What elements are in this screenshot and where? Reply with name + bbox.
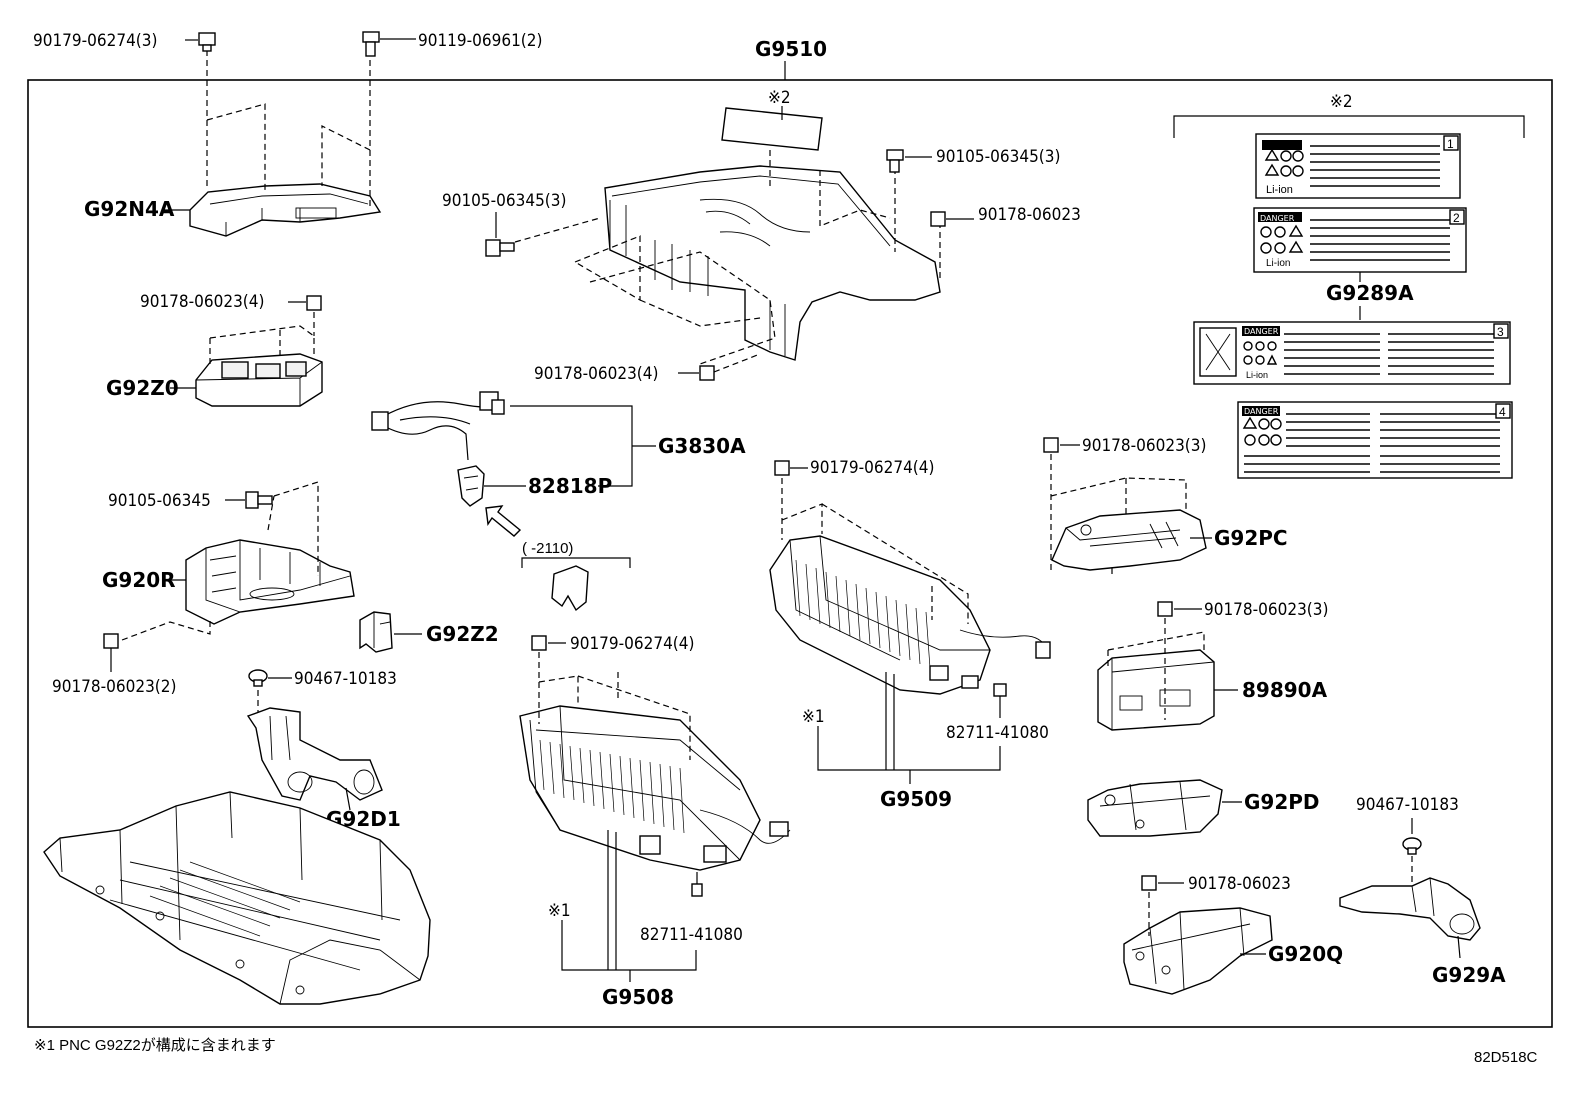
bolt-icon: [362, 31, 380, 57]
part-g92z0[interactable]: [195, 353, 323, 407]
svg-text:DANGER: DANGER: [1244, 407, 1279, 416]
note-mark-1-upper: ※1: [802, 707, 825, 727]
clip-icon: [993, 683, 1007, 697]
part-g92n4a[interactable]: [189, 183, 382, 237]
label-g9509[interactable]: G9509: [880, 787, 952, 811]
svg-text:Li-ion: Li-ion: [1266, 184, 1293, 196]
nut-icon: [103, 633, 119, 649]
footnote: ※1 PNC G92Z2が構成に含まれます: [34, 1037, 276, 1054]
sticker-2[interactable]: DANGER Li-ion 2: [1253, 207, 1467, 273]
nut-icon: [306, 295, 322, 311]
diagram-frame: [27, 79, 1553, 1028]
label-82711-41080-upper[interactable]: 82711-41080: [946, 723, 1049, 743]
nut-icon: [699, 365, 715, 381]
part-g92pc[interactable]: [1051, 509, 1207, 571]
label-90178-06023-4-center[interactable]: 90178-06023(4): [534, 364, 658, 384]
nut-icon: [531, 635, 547, 651]
note-mark-2-top: ※2: [768, 88, 791, 108]
label-90178-06023-top[interactable]: 90178-06023: [978, 205, 1081, 225]
label-90105-06345-3-right[interactable]: 90105-06345(3): [936, 147, 1060, 167]
part-g9509-module[interactable]: [769, 535, 1051, 695]
label-90178-06023-lower-right[interactable]: 90178-06023: [1188, 874, 1291, 894]
label-82818p[interactable]: 82818P: [528, 474, 612, 498]
sticker-4[interactable]: DANGER 4: [1237, 401, 1513, 479]
nut-icon: [1157, 601, 1173, 617]
arrow-icon: [485, 505, 522, 537]
label-2110-range[interactable]: ( -2110): [522, 540, 573, 557]
part-upper-cover[interactable]: [604, 165, 941, 361]
part-g92z2[interactable]: [359, 611, 393, 653]
label-g92z2[interactable]: G92Z2: [426, 622, 499, 646]
clip-icon: [248, 669, 268, 687]
part-g920r[interactable]: [185, 539, 355, 625]
label-90179-06274-3[interactable]: 90179-06274(3): [33, 31, 157, 51]
part-89890a[interactable]: [1097, 649, 1215, 731]
svg-text:DANGER: DANGER: [1260, 214, 1295, 223]
svg-text:2: 2: [1453, 211, 1460, 225]
bolt-icon: [245, 491, 273, 509]
nut-icon: [930, 211, 946, 227]
part-g3830a-harness[interactable]: [371, 391, 505, 461]
part-bracket-2110[interactable]: [551, 565, 589, 612]
clip-icon: [691, 883, 703, 897]
label-sticker-top[interactable]: [721, 107, 823, 151]
label-89890a[interactable]: 89890A: [1242, 678, 1328, 702]
nut-icon: [1043, 437, 1059, 453]
note-mark-2-right: ※2: [1330, 92, 1353, 112]
diagram-code: 82D518C: [1474, 1049, 1538, 1066]
label-90178-06023-2[interactable]: 90178-06023(2): [52, 677, 176, 697]
label-90105-06345-left[interactable]: 90105-06345: [108, 491, 211, 511]
label-90467-10183-right[interactable]: 90467-10183: [1356, 795, 1459, 815]
label-90178-06023-3-lower[interactable]: 90178-06023(3): [1204, 600, 1328, 620]
label-g920q[interactable]: G920Q: [1268, 942, 1343, 966]
part-g9508-module[interactable]: [519, 705, 791, 871]
svg-text:4: 4: [1499, 405, 1506, 419]
svg-text:1: 1: [1447, 137, 1454, 151]
label-90105-06345-3-left[interactable]: 90105-06345(3): [442, 191, 566, 211]
label-g3830a[interactable]: G3830A: [658, 434, 746, 458]
label-82711-41080-lower[interactable]: 82711-41080: [640, 925, 743, 945]
bolt-icon: [886, 149, 904, 173]
sticker-1[interactable]: Li-ion 1: [1255, 133, 1461, 199]
label-g9508[interactable]: G9508: [602, 985, 674, 1009]
label-90119-06961-2[interactable]: 90119-06961(2): [418, 31, 542, 51]
part-g929a-duct[interactable]: [1339, 877, 1481, 941]
label-g9289a[interactable]: G9289A: [1326, 281, 1414, 305]
sticker-3[interactable]: DANGER Li-ion 3: [1193, 321, 1511, 385]
label-g92pc[interactable]: G92PC: [1214, 526, 1288, 550]
label-90178-06023-4-left[interactable]: 90178-06023(4): [140, 292, 264, 312]
clip-icon: [1402, 837, 1422, 855]
svg-text:DANGER: DANGER: [1244, 327, 1279, 336]
label-90467-10183-left[interactable]: 90467-10183: [294, 669, 397, 689]
bolt-icon: [485, 239, 515, 257]
part-g920q[interactable]: [1123, 907, 1273, 995]
part-g92pd[interactable]: [1087, 779, 1223, 837]
svg-text:Li-ion: Li-ion: [1266, 258, 1290, 269]
label-90178-06023-3-upper[interactable]: 90178-06023(3): [1082, 436, 1206, 456]
note-mark-1-lower: ※1: [548, 901, 571, 921]
svg-text:Li-ion: Li-ion: [1246, 370, 1268, 380]
label-90179-06274-4-upper[interactable]: 90179-06274(4): [810, 458, 934, 478]
label-g929a[interactable]: G929A: [1432, 963, 1506, 987]
label-g92pd[interactable]: G92PD: [1244, 790, 1320, 814]
part-battery-tray[interactable]: [43, 791, 431, 1005]
part-g92d1-duct[interactable]: [246, 707, 383, 801]
nut-icon: [1141, 875, 1157, 891]
nut-icon: [774, 460, 790, 476]
label-90179-06274-4-lower[interactable]: 90179-06274(4): [570, 634, 694, 654]
bolt-icon: [198, 32, 216, 52]
svg-text:3: 3: [1497, 325, 1504, 339]
main-group-label: G9510: [755, 37, 827, 61]
part-82818p-clip[interactable]: [457, 465, 485, 507]
label-g92z0[interactable]: G92Z0: [106, 376, 179, 400]
label-g92n4a[interactable]: G92N4A: [84, 197, 175, 221]
label-g920r[interactable]: G920R: [102, 568, 176, 592]
